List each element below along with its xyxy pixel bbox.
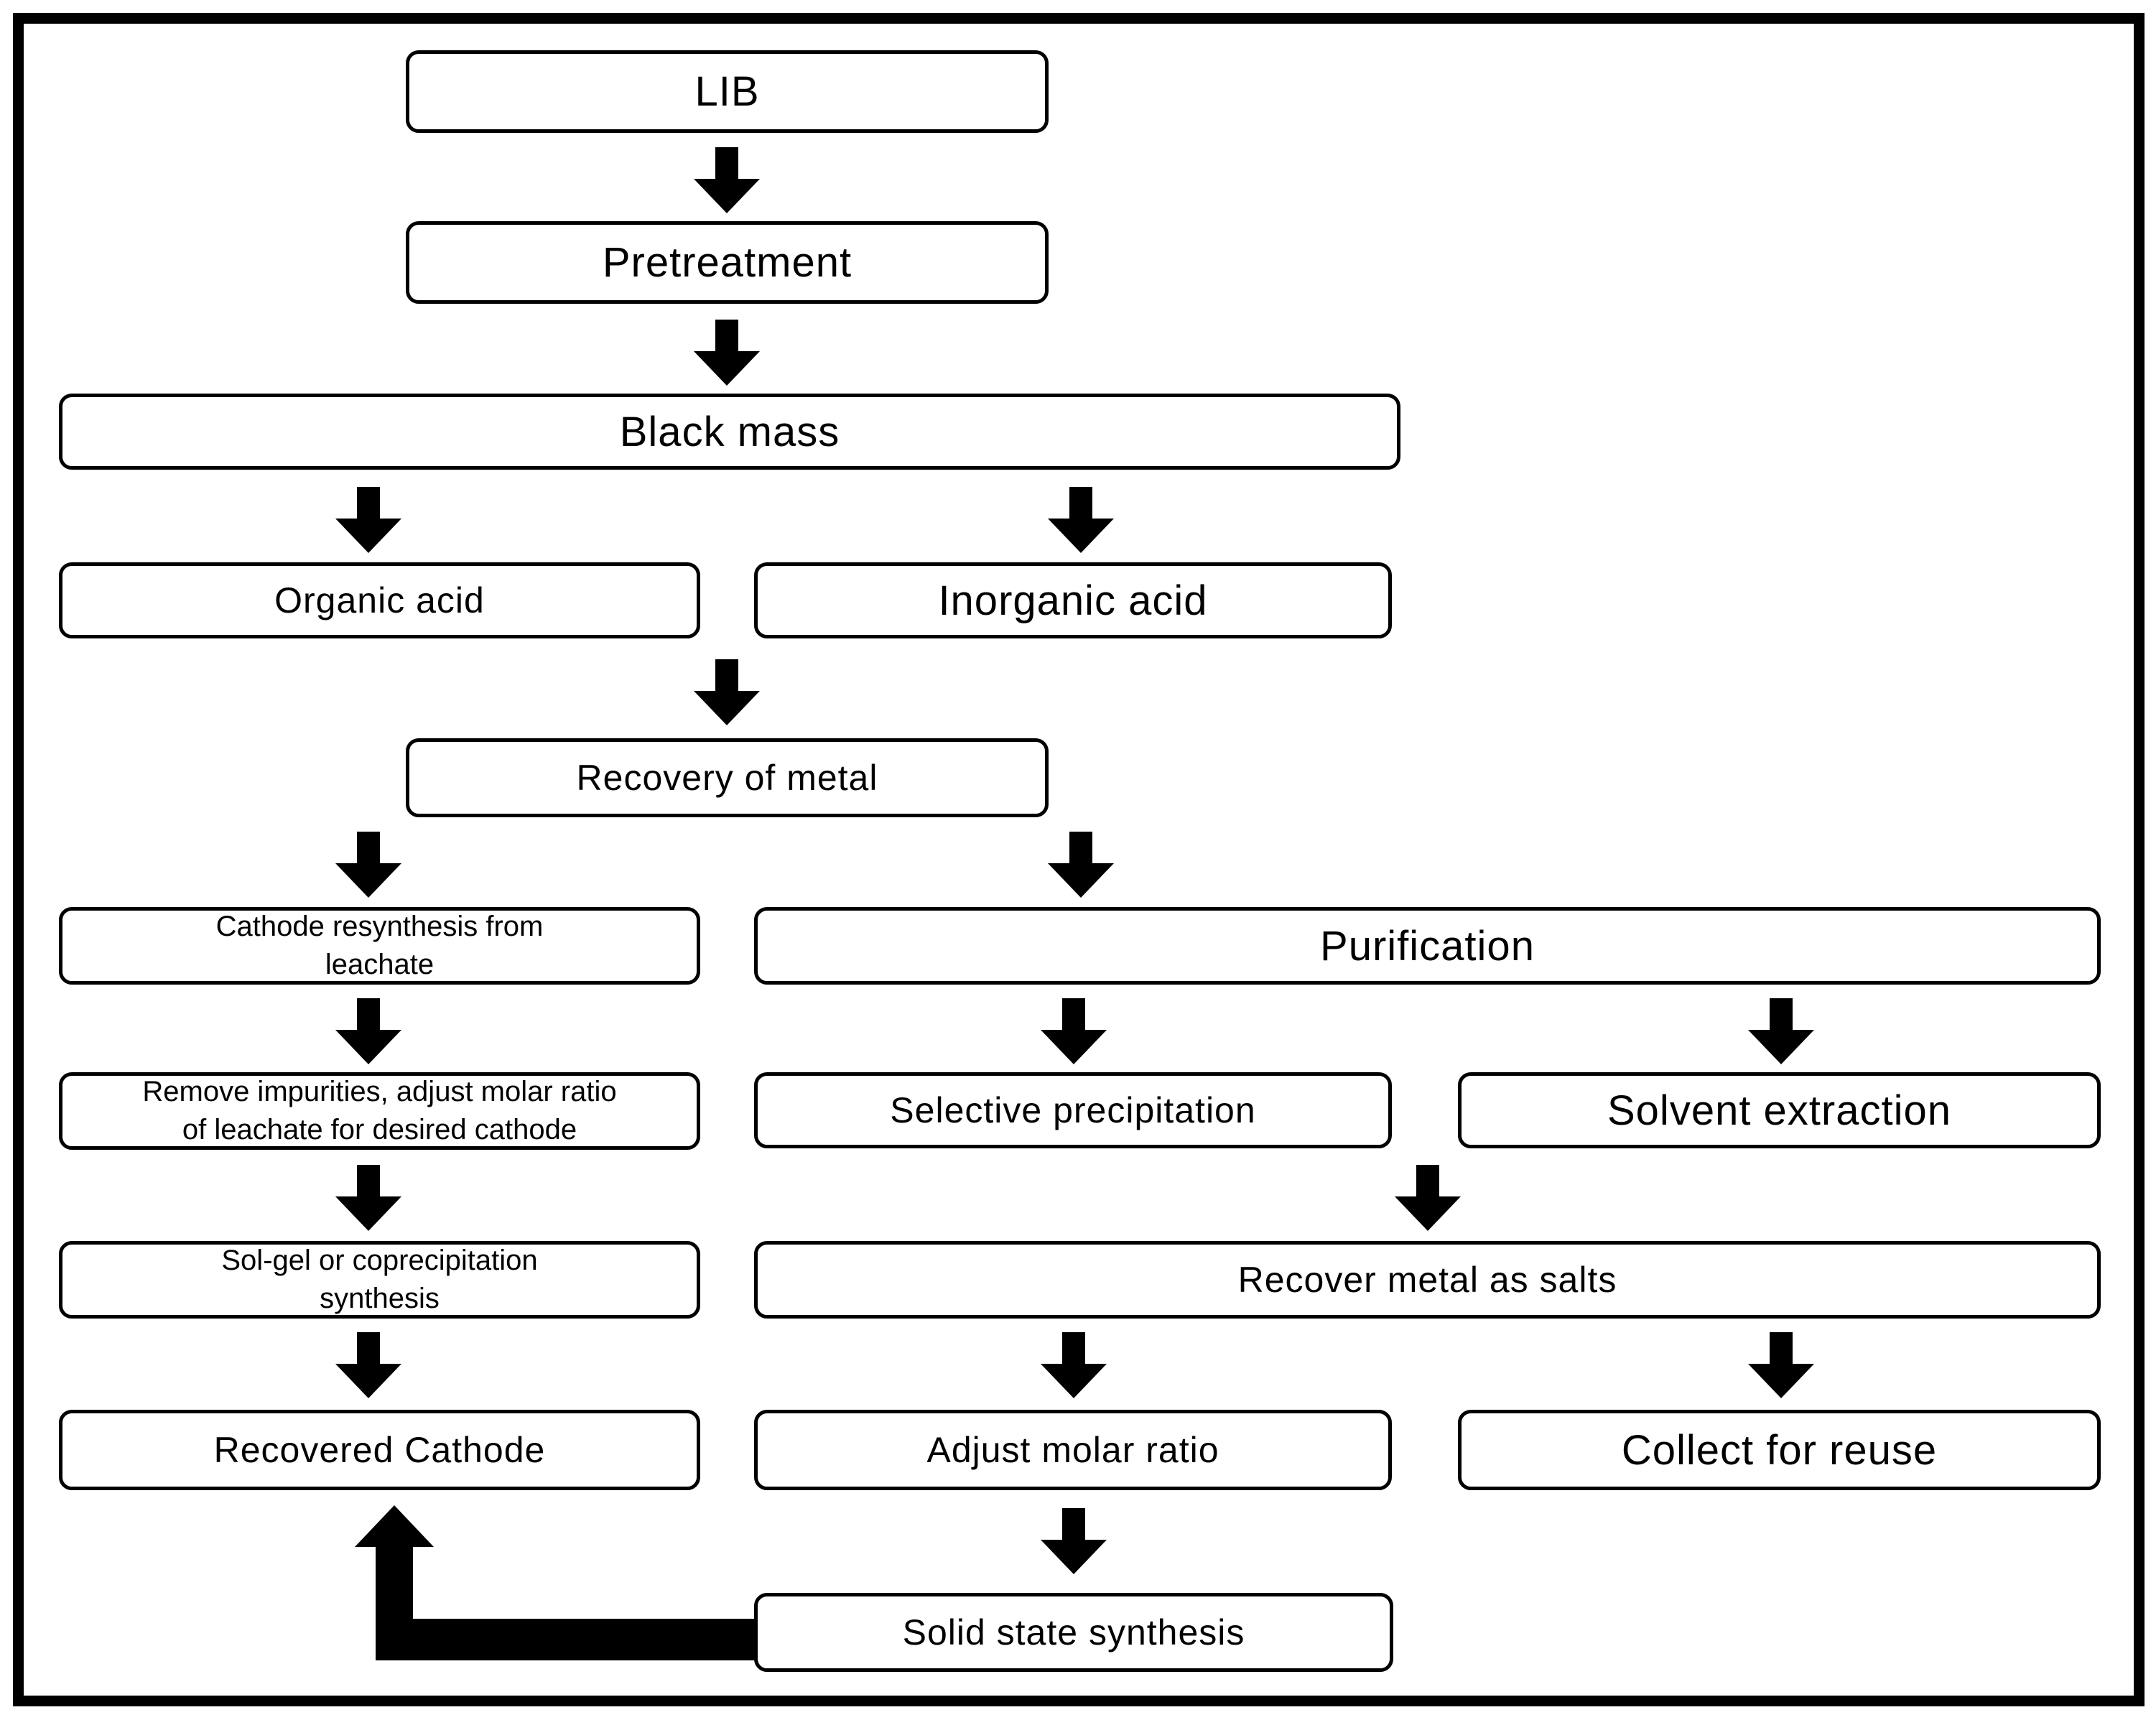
arrow-shaft — [357, 1165, 380, 1196]
arrow-shaft — [1770, 1332, 1793, 1364]
arrow-head — [335, 1030, 401, 1064]
arrow-head — [694, 351, 760, 386]
arrow-head — [335, 1364, 401, 1398]
arrow-head — [1048, 519, 1114, 553]
arrow-head — [1041, 1364, 1107, 1398]
arrow-recover-salts-to-collect-for-reuse — [1748, 1332, 1814, 1398]
arrow-shaft — [357, 487, 380, 519]
node-collect-for-reuse: Collect for reuse — [1458, 1410, 2101, 1490]
arrow-black-mass-to-organic-acid — [335, 487, 401, 553]
arrow-adjust-molar-ratio-to-solid-state — [1041, 1508, 1107, 1574]
feedback-arrowhead-to-recovered-cathode — [355, 1505, 434, 1547]
arrow-sol-gel-to-recovered-cathode — [335, 1332, 401, 1398]
node-cathode-resynthesis: Cathode resynthesis from leachate — [59, 907, 700, 985]
arrow-head — [335, 863, 401, 898]
arrow-head — [694, 691, 760, 725]
arrow-head — [1748, 1030, 1814, 1064]
arrow-recovery-to-purification — [1048, 832, 1114, 898]
node-inorganic-acid: Inorganic acid — [754, 562, 1392, 638]
arrow-recovery-to-cathode-resynthesis — [335, 832, 401, 898]
arrow-purification-to-selective-precipitation — [1041, 998, 1107, 1064]
node-purification: Purification — [754, 907, 2101, 985]
node-black-mass: Black mass — [59, 394, 1400, 470]
arrow-head — [335, 519, 401, 553]
arrow-shaft — [715, 659, 738, 691]
arrow-remove-impurities-to-sol-gel — [335, 1165, 401, 1231]
arrow-shaft — [1069, 832, 1092, 863]
arrow-black-mass-to-inorganic-acid — [1048, 487, 1114, 553]
node-organic-acid: Organic acid — [59, 562, 700, 638]
arrow-shaft — [1062, 998, 1085, 1030]
arrow-head — [355, 1505, 434, 1547]
arrow-recover-salts-to-adjust-molar-ratio — [1041, 1332, 1107, 1398]
arrow-shaft — [357, 998, 380, 1030]
node-lib: LIB — [406, 50, 1049, 133]
node-adjust-molar-ratio: Adjust molar ratio — [754, 1410, 1392, 1490]
node-sol-gel: Sol-gel or coprecipitation synthesis — [59, 1241, 700, 1319]
node-recovered-cathode: Recovered Cathode — [59, 1410, 700, 1490]
node-solvent-extraction: Solvent extraction — [1458, 1072, 2101, 1148]
arrow-head — [1041, 1540, 1107, 1574]
node-pretreatment: Pretreatment — [406, 221, 1049, 304]
arrow-precipitation-extraction-to-recover-salts — [1395, 1165, 1461, 1231]
arrow-shaft — [1770, 998, 1793, 1030]
arrow-shaft — [1416, 1165, 1439, 1196]
arrow-head — [694, 179, 760, 213]
arrow-shaft — [1062, 1508, 1085, 1540]
arrow-head — [1048, 863, 1114, 898]
arrow-pretreatment-to-black-mass — [694, 320, 760, 386]
node-remove-impurities: Remove impurities, adjust molar ratio of… — [59, 1072, 700, 1150]
node-selective-precipitation: Selective precipitation — [754, 1072, 1392, 1148]
arrow-acids-to-recovery-of-metal — [694, 659, 760, 725]
node-solid-state-synthesis: Solid state synthesis — [754, 1593, 1393, 1672]
arrow-shaft — [1062, 1332, 1085, 1364]
arrow-purification-to-solvent-extraction — [1748, 998, 1814, 1064]
node-recovery-of-metal: Recovery of metal — [406, 738, 1049, 817]
arrow-lib-to-pretreatment — [694, 147, 760, 213]
arrow-head — [1395, 1196, 1461, 1231]
arrow-shaft — [715, 147, 738, 179]
arrow-head — [1041, 1030, 1107, 1064]
arrow-shaft — [715, 320, 738, 351]
arrow-shaft — [357, 1332, 380, 1364]
arrow-cathode-resynthesis-to-remove-impurities — [335, 998, 401, 1064]
feedback-arrow-horizontal-shaft — [376, 1619, 756, 1660]
arrow-shaft — [1069, 487, 1092, 519]
arrow-head — [335, 1196, 401, 1231]
arrow-shaft — [357, 832, 380, 863]
node-recover-metal-as-salts: Recover metal as salts — [754, 1241, 2101, 1319]
arrow-head — [1748, 1364, 1814, 1398]
outer-border — [13, 13, 2145, 1706]
